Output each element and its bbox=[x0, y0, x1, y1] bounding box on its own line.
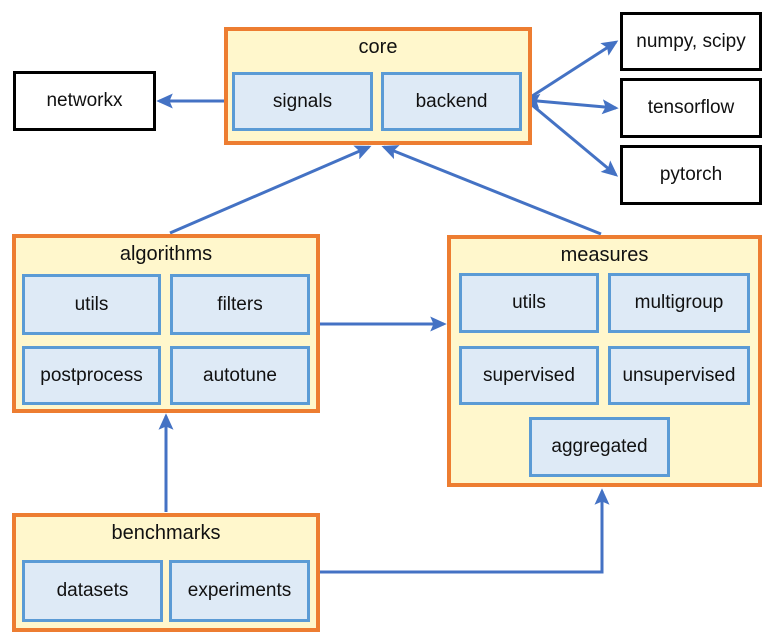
node-tensorflow-label: tensorflow bbox=[647, 97, 735, 118]
edge-backend-to-numpy-scipy bbox=[525, 40, 619, 102]
node-multigroup: multigroup bbox=[608, 273, 750, 333]
node-signals-label: signals bbox=[272, 90, 333, 112]
node-networkx-label: networkx bbox=[46, 90, 123, 111]
node-autotune-label: autotune bbox=[203, 364, 277, 386]
node-aggregated-label: aggregated bbox=[551, 436, 648, 457]
group-core-title: core bbox=[358, 36, 398, 58]
group-benchmarks-title: benchmarks bbox=[111, 522, 221, 544]
node-datasets: datasets bbox=[22, 560, 163, 622]
node-unsupervised-label: unsupervised bbox=[622, 364, 736, 386]
node-supervised: supervised bbox=[459, 346, 599, 405]
group-algorithms-title: algorithms bbox=[119, 243, 213, 265]
node-experiments: experiments bbox=[169, 560, 310, 622]
node-measures-utils-label: utils bbox=[512, 292, 546, 313]
node-pytorch: pytorch bbox=[620, 145, 762, 205]
node-algorithms-utils: utils bbox=[22, 274, 161, 335]
node-postprocess-label: postprocess bbox=[40, 364, 143, 386]
group-algorithms: algorithms utils filters postprocess aut… bbox=[12, 234, 320, 413]
node-measures-utils: utils bbox=[459, 273, 599, 333]
node-backend-label: backend bbox=[415, 90, 488, 112]
node-algorithms-utils-label: utils bbox=[74, 293, 109, 315]
edge-backend-to-tensorflow bbox=[523, 93, 619, 115]
node-numpy-scipy: numpy, scipy bbox=[620, 12, 762, 71]
node-multigroup-label: multigroup bbox=[634, 292, 724, 313]
node-numpy-scipy-label: numpy, scipy bbox=[636, 30, 746, 52]
node-signals: signals bbox=[232, 72, 373, 131]
node-tensorflow: tensorflow bbox=[620, 78, 762, 138]
node-supervised-label: supervised bbox=[483, 364, 575, 386]
group-measures-title: measures bbox=[560, 244, 649, 266]
edge-benchmarks-to-measures bbox=[320, 488, 610, 574]
node-autotune: autotune bbox=[170, 346, 310, 405]
node-postprocess: postprocess bbox=[22, 346, 161, 405]
edge-backend-to-pytorch bbox=[525, 98, 619, 177]
edge-algorithms-to-core bbox=[169, 145, 372, 235]
node-filters-label: filters bbox=[217, 293, 263, 315]
group-benchmarks: benchmarks datasets experiments bbox=[12, 513, 320, 632]
group-measures: measures utils multigroup supervised uns… bbox=[447, 235, 762, 487]
node-pytorch-label: pytorch bbox=[659, 164, 723, 185]
edge-measures-to-core bbox=[381, 145, 602, 236]
node-unsupervised: unsupervised bbox=[608, 346, 750, 405]
node-backend: backend bbox=[381, 72, 522, 131]
node-datasets-label: datasets bbox=[56, 580, 129, 601]
node-aggregated: aggregated bbox=[529, 417, 670, 477]
node-filters: filters bbox=[170, 274, 310, 335]
node-experiments-label: experiments bbox=[187, 580, 292, 601]
node-networkx: networkx bbox=[13, 71, 156, 131]
group-core: core signals backend bbox=[224, 27, 532, 145]
